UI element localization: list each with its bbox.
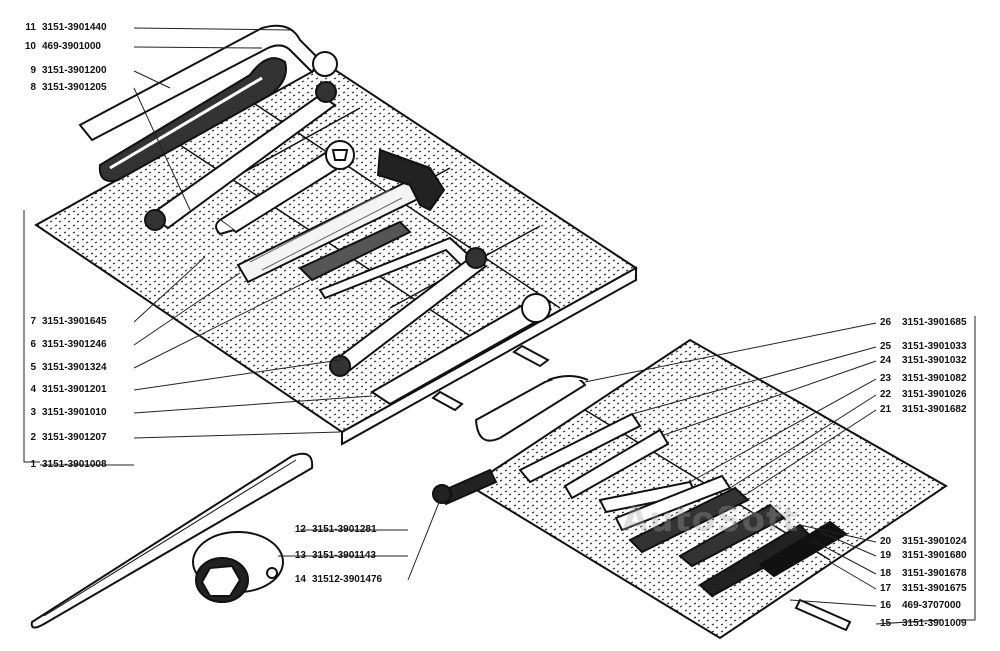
leader-line xyxy=(133,70,171,89)
part-number: 3151-3901008 xyxy=(42,459,107,470)
leader-line xyxy=(829,561,877,590)
open-spanner-24 xyxy=(563,428,670,500)
leader-line xyxy=(407,499,441,581)
callout-number: 6 xyxy=(30,339,36,350)
callout-number: 7 xyxy=(30,316,36,327)
part-number: 3151-3901281 xyxy=(312,524,377,535)
callout-number: 15 xyxy=(880,618,892,629)
leader-line xyxy=(811,539,877,575)
leader-line xyxy=(133,431,341,439)
part-number: 469-3901000 xyxy=(42,41,101,52)
leader-line xyxy=(133,272,241,346)
right-tools xyxy=(432,375,848,598)
callout-number: 22 xyxy=(880,389,892,400)
callout-number: 2 xyxy=(30,432,36,443)
part-number: 469-3707000 xyxy=(902,600,961,611)
callout-number: 23 xyxy=(880,373,892,384)
part-number: 3151-3901675 xyxy=(902,583,967,594)
callout-number: 3 xyxy=(30,407,36,418)
part-number: 3151-3901032 xyxy=(902,355,967,366)
callout-number: 14 xyxy=(294,574,306,585)
part-number: 3151-3901201 xyxy=(42,384,107,395)
hammer-head-7 xyxy=(376,148,446,212)
leader-line xyxy=(133,359,341,391)
leader-line xyxy=(133,46,263,49)
part-number: 3151-3901685 xyxy=(902,317,967,328)
leader-line xyxy=(133,256,206,323)
part-number: 31512-3901476 xyxy=(312,574,383,585)
screwdriver-19 xyxy=(678,503,786,568)
callout-number: 25 xyxy=(880,341,892,352)
part-number: 3151-3901205 xyxy=(42,82,107,93)
tyre-lever-12 xyxy=(30,452,314,629)
leader-line xyxy=(133,395,373,414)
leader-line xyxy=(663,360,877,436)
leader-line xyxy=(631,346,877,415)
loose-tools xyxy=(30,452,314,629)
watermark: AutoSoft xyxy=(622,500,800,540)
chisel-6 xyxy=(298,220,412,282)
part-number: 3151-3901645 xyxy=(42,316,107,327)
screwdriver-21 xyxy=(628,486,750,554)
wheel-socket-13 xyxy=(192,531,284,603)
leader-line xyxy=(744,409,877,496)
callout-number: 12 xyxy=(294,524,306,535)
callout-number: 9 xyxy=(30,65,36,76)
callout-number: 18 xyxy=(880,568,892,579)
callout-number: 24 xyxy=(880,355,892,366)
part-number: 3151-3901678 xyxy=(902,568,967,579)
part-number: 3151-3901010 xyxy=(42,407,107,418)
callout-number: 17 xyxy=(880,583,892,594)
leader-line xyxy=(133,87,191,211)
leader-line xyxy=(875,619,941,625)
callout-number: 21 xyxy=(880,404,892,415)
part-number: 3151-3901246 xyxy=(42,339,107,350)
callout-number: 13 xyxy=(294,550,306,561)
leader-line xyxy=(689,378,877,483)
leader-line xyxy=(133,279,311,369)
leader-line xyxy=(584,322,877,383)
ring-end-9b xyxy=(315,81,337,103)
pliers-26 xyxy=(474,375,589,442)
leader-lines xyxy=(40,27,941,625)
callout-number: 5 xyxy=(30,362,36,373)
ring-end-9a xyxy=(144,209,166,231)
left-tools xyxy=(78,24,551,406)
part-number: 3151-3901082 xyxy=(902,373,967,384)
callout-number: 1 xyxy=(30,459,36,470)
screwdriver-17 xyxy=(758,520,848,578)
open-spanner-25 xyxy=(518,412,642,484)
callout-number: 20 xyxy=(880,536,892,547)
socket-wrench-11 xyxy=(78,24,322,142)
callout-number: 8 xyxy=(30,82,36,93)
leader-line xyxy=(799,524,877,543)
part-number: 3151-3901200 xyxy=(42,65,107,76)
socket-head-11 xyxy=(312,51,338,77)
callout-number: 16 xyxy=(880,600,892,611)
part-number: 3151-3901682 xyxy=(902,404,967,415)
part-number: 3151-3901207 xyxy=(42,432,107,443)
callout-number: 26 xyxy=(880,317,892,328)
part-number: 3151-3901024 xyxy=(902,536,967,547)
callout-number: 10 xyxy=(24,41,36,52)
leader-line xyxy=(133,27,291,31)
part-number: 3151-3901033 xyxy=(902,341,967,352)
part-number: 3151-3901143 xyxy=(312,550,376,561)
part-number: 3151-3901026 xyxy=(902,389,967,400)
part-number: 3151-3901324 xyxy=(42,362,107,373)
leader-line xyxy=(729,394,877,489)
leader-line xyxy=(819,531,877,557)
leader-line xyxy=(789,599,877,607)
callout-number: 4 xyxy=(30,384,36,395)
group-brackets xyxy=(23,210,976,621)
part-number: 3151-3901440 xyxy=(42,22,107,33)
callout-number: 19 xyxy=(880,550,892,561)
part-number: 3151-3901009 xyxy=(902,618,967,629)
callout-number: 11 xyxy=(25,22,36,33)
part-number: 3151-3901680 xyxy=(902,550,967,561)
